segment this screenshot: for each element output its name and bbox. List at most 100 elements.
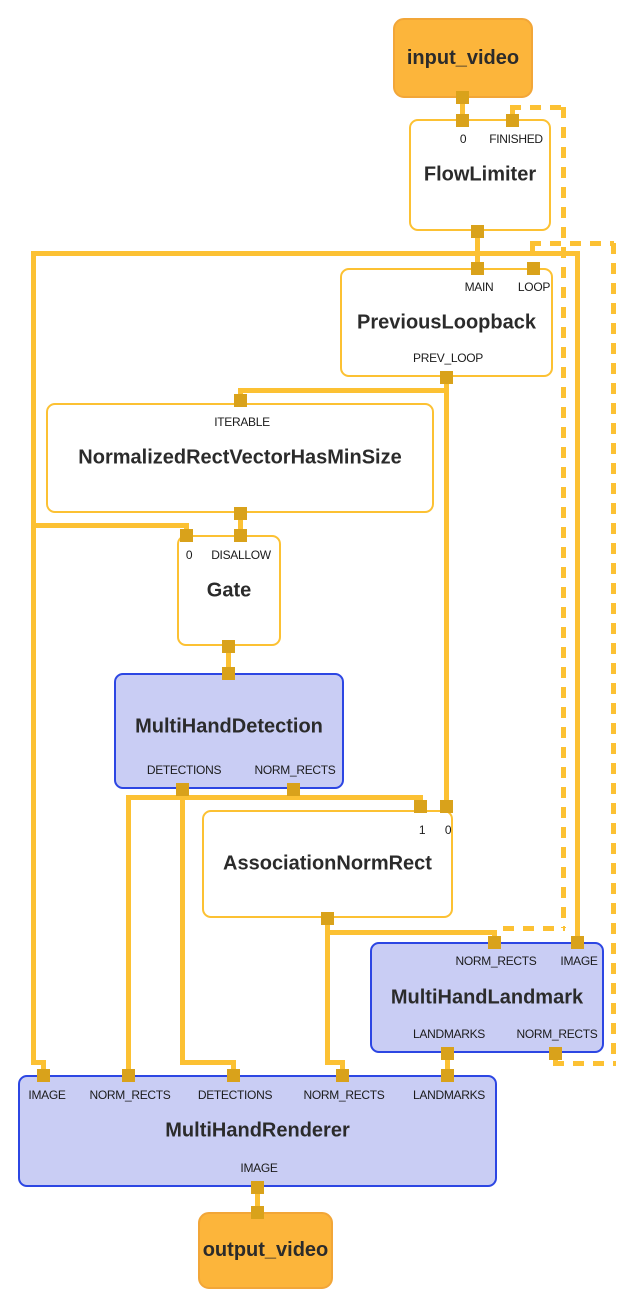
node-multihandrenderer[interactable]: IMAGE NORM_RECTS DETECTIONS NORM_RECTS L… <box>18 1075 497 1187</box>
edge-detections-stub <box>230 1059 236 1077</box>
port-label-disallow: DISALLOW <box>211 548 271 562</box>
port-label-main: MAIN <box>464 280 494 294</box>
node-input-video[interactable]: input_video <box>393 18 533 98</box>
port-gate-0 <box>179 528 193 542</box>
port-renderer-normrects2-in <box>335 1068 349 1082</box>
port-outputvideo-in <box>250 1205 264 1219</box>
port-landmark-normrects-in <box>487 935 501 949</box>
port-label-finished: FINISHED <box>489 132 543 146</box>
port-label-0: 0 <box>185 548 193 562</box>
node-output-video[interactable]: output_video <box>198 1212 333 1289</box>
port-minsize-iterable <box>233 393 247 407</box>
edge-inputvideo-flowlimiter <box>459 98 465 122</box>
backedge-loop-top <box>529 240 614 246</box>
port-flowlimiter-finished <box>505 113 519 127</box>
port-label-image-in: IMAGE <box>560 954 598 968</box>
port-assoc-0 <box>439 799 453 813</box>
edge-gate0-horizontal <box>30 522 189 528</box>
port-landmark-image-in <box>570 935 584 949</box>
backedge-finished-top <box>509 104 564 110</box>
node-title: MultiHandLandmark <box>390 986 584 1008</box>
port-gate-out <box>221 639 235 653</box>
port-flowlimiter-0 <box>455 113 469 127</box>
edge-gate-detection <box>225 646 231 674</box>
port-label-detections: DETECTIONS <box>146 763 222 777</box>
port-label-norm-rects-2: NORM_RECTS <box>303 1088 385 1102</box>
port-assoc-1 <box>413 799 427 813</box>
node-title: PreviousLoopback <box>357 311 536 333</box>
edge-palmrects-horizontal <box>125 794 423 800</box>
node-title: output_video <box>202 1239 329 1261</box>
node-title: Gate <box>206 579 252 601</box>
edge-throttled-left-vertical <box>30 250 36 1063</box>
edge-throttled-right-vertical <box>574 253 580 943</box>
port-detection-in <box>221 666 235 680</box>
edge-prevloop-vertical <box>443 377 449 811</box>
port-label-landmarks: LANDMARKS <box>413 1088 485 1102</box>
port-label-norm-rects-1: NORM_RECTS <box>89 1088 171 1102</box>
port-gate-disallow <box>233 528 247 542</box>
edge-handrects-stub <box>324 918 330 934</box>
edge-throttled-horizontal <box>30 250 580 256</box>
edge-throttled-left-corner <box>30 1059 46 1065</box>
port-renderer-image-out <box>250 1180 264 1194</box>
backedge-loop-stub <box>529 243 535 269</box>
port-label-0: 0 <box>444 823 452 837</box>
port-previousloopback-loop <box>526 261 540 275</box>
port-renderer-normrects1-in <box>121 1068 135 1082</box>
port-label-landmarks-out: LANDMARKS <box>413 1027 485 1041</box>
edge-prevloop-horizontal <box>237 387 449 393</box>
port-label-image-out: IMAGE <box>240 1161 278 1175</box>
edge-detections-vertical <box>179 789 185 1064</box>
edge-palmrects-left-vertical <box>125 794 131 1077</box>
node-title: AssociationNormRect <box>223 852 432 875</box>
port-label-norm-rects: NORM_RECTS <box>254 763 336 777</box>
port-inputvideo-out <box>455 90 469 104</box>
node-title: NormalizedRectVectorHasMinSize <box>78 446 402 469</box>
port-label-1: 1 <box>418 823 426 837</box>
node-title: FlowLimiter <box>423 163 537 186</box>
port-label-detections: DETECTIONS <box>197 1088 273 1102</box>
edge-handrects-horizontal <box>324 929 497 935</box>
node-gate[interactable]: 0 DISALLOW Gate <box>177 535 281 646</box>
port-previousloopback-main <box>470 261 484 275</box>
port-detection-detections <box>175 782 189 796</box>
port-label-iterable: ITERABLE <box>214 415 270 429</box>
node-multihandlandmark[interactable]: NORM_RECTS IMAGE MultiHandLandmark LANDM… <box>370 942 604 1053</box>
edge-minsize-disallow <box>237 513 243 536</box>
port-previousloopback-prevloop <box>439 370 453 384</box>
edge-handrects-corner <box>324 1059 345 1065</box>
port-label-0: 0 <box>459 132 467 146</box>
node-multihanddetection[interactable]: MultiHandDetection DETECTIONS NORM_RECTS <box>114 673 344 789</box>
backedge-loop-source-stub <box>552 1053 558 1066</box>
node-associationnormrect[interactable]: 1 0 AssociationNormRect <box>202 810 453 918</box>
edge-flowlimiter-main <box>474 231 480 268</box>
node-normalizedrectvectorhasminsize[interactable]: ITERABLE NormalizedRectVectorHasMinSize <box>46 403 434 513</box>
port-renderer-image-in <box>36 1068 50 1082</box>
node-previousloopback[interactable]: MAIN LOOP PreviousLoopback PREV_LOOP <box>340 268 553 377</box>
backedge-loop-vertical <box>610 243 616 1063</box>
port-flowlimiter-out <box>470 224 484 238</box>
node-flowlimiter[interactable]: 0 FINISHED FlowLimiter <box>409 119 551 231</box>
edge-detections-corner <box>179 1059 236 1065</box>
port-label-norm-rects-in: NORM_RECTS <box>455 954 537 968</box>
backedge-finished-bottom <box>503 925 565 931</box>
edge-handrects-vertical <box>324 929 330 1065</box>
port-renderer-detections-in <box>226 1068 240 1082</box>
port-label-loop: LOOP <box>517 280 551 294</box>
edge-landmarks-renderer <box>444 1053 450 1076</box>
port-assoc-out <box>320 911 334 925</box>
node-title: MultiHandDetection <box>135 715 323 738</box>
backedge-loop-bottom <box>552 1060 616 1066</box>
edge-renderer-outputvideo <box>254 1187 260 1213</box>
port-landmark-landmarks-out <box>440 1046 454 1060</box>
edge-handrects-renderer-stub <box>339 1059 345 1077</box>
backedge-finished-vertical <box>560 107 566 928</box>
node-title: input_video <box>406 46 520 69</box>
node-title: MultiHandRenderer <box>165 1119 350 1142</box>
port-landmark-normrects-out <box>548 1046 562 1060</box>
port-detection-normrects <box>286 782 300 796</box>
port-label-image-in: IMAGE <box>28 1088 66 1102</box>
port-minsize-out <box>233 506 247 520</box>
